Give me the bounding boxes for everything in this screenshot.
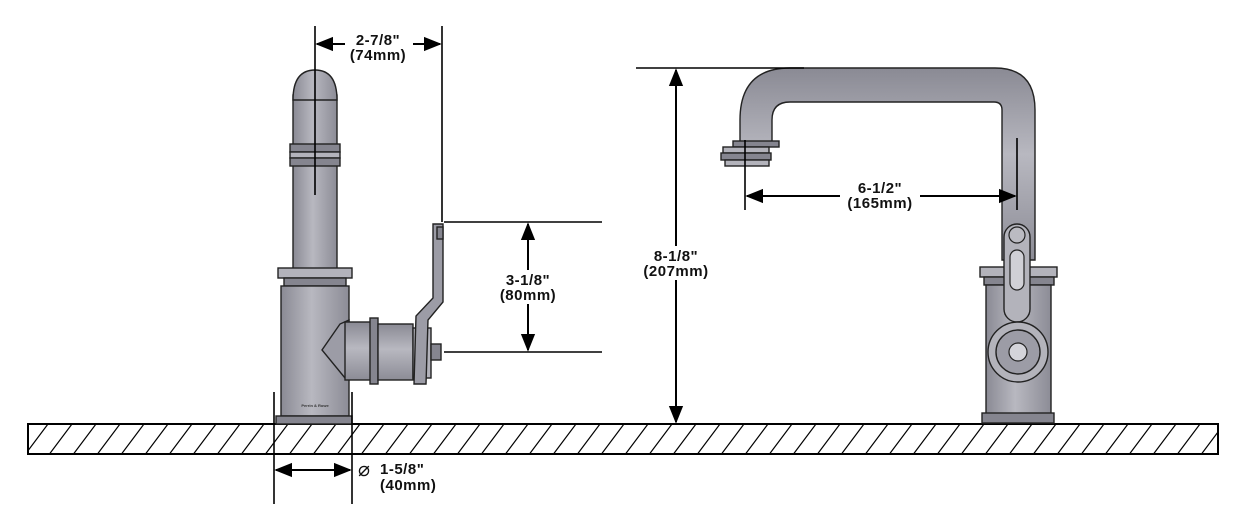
spout-reach-metric: (165mm) xyxy=(847,195,912,212)
dimension-handle-height: 3-1/8" (80mm) xyxy=(444,221,602,353)
brand-mark: Perrin & Rowe xyxy=(301,403,329,408)
overall-height-metric: (207mm) xyxy=(643,263,708,280)
dimension-base-diameter: ⌀ 1-5/8" (40mm) xyxy=(273,392,436,504)
handle-offset-imperial: 2-7/8" xyxy=(356,32,400,49)
spout-reach-imperial: 6-1/2" xyxy=(858,180,902,197)
faucet-front-view xyxy=(720,67,1058,424)
faucet-side-view: Perrin & Rowe xyxy=(275,69,444,425)
dimension-handle-offset: 2-7/8" (74mm) xyxy=(314,26,443,222)
handle-offset-metric: (74mm) xyxy=(350,47,406,64)
base-diameter-imperial: 1-5/8" xyxy=(380,461,424,478)
handle-height-imperial: 3-1/8" xyxy=(506,272,550,289)
diameter-symbol: ⌀ xyxy=(358,459,371,481)
overall-height-imperial: 8-1/8" xyxy=(654,248,698,265)
countertop-section xyxy=(27,423,1219,455)
base-diameter-metric: (40mm) xyxy=(380,477,436,494)
handle-height-metric: (80mm) xyxy=(500,287,556,304)
dimension-overall-height: 8-1/8" (207mm) xyxy=(636,67,804,424)
dimension-spout-reach: 6-1/2" (165mm) xyxy=(744,138,1018,214)
